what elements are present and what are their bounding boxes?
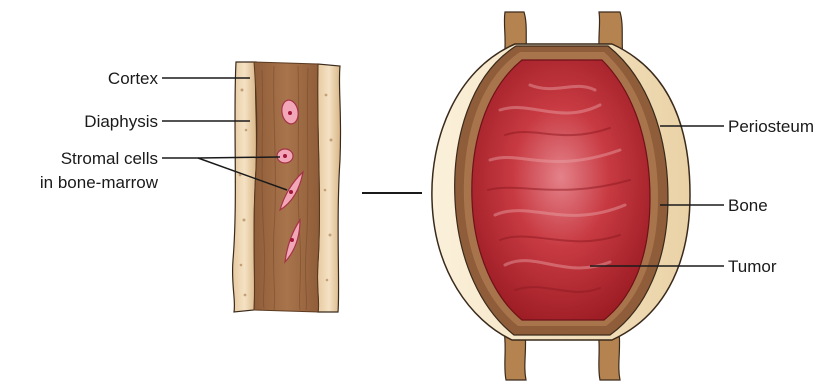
cortex-left-strip xyxy=(233,62,257,312)
label-stromal-line1: Stromal cells xyxy=(61,149,158,168)
diaphysis-section xyxy=(233,62,341,312)
label-bone: Bone xyxy=(728,196,768,215)
leader-stromal-a xyxy=(198,157,280,158)
label-stromal-line2: in bone-marrow xyxy=(40,173,159,192)
label-periosteum: Periosteum xyxy=(728,117,814,136)
label-cortex: Cortex xyxy=(108,69,159,88)
tumor-bone-section xyxy=(432,12,690,380)
stromal-cell xyxy=(277,149,293,163)
cortex-right-strip xyxy=(317,64,340,312)
label-tumor: Tumor xyxy=(728,257,777,276)
label-diaphysis: Diaphysis xyxy=(84,112,158,131)
marrow-cavity xyxy=(254,62,319,312)
